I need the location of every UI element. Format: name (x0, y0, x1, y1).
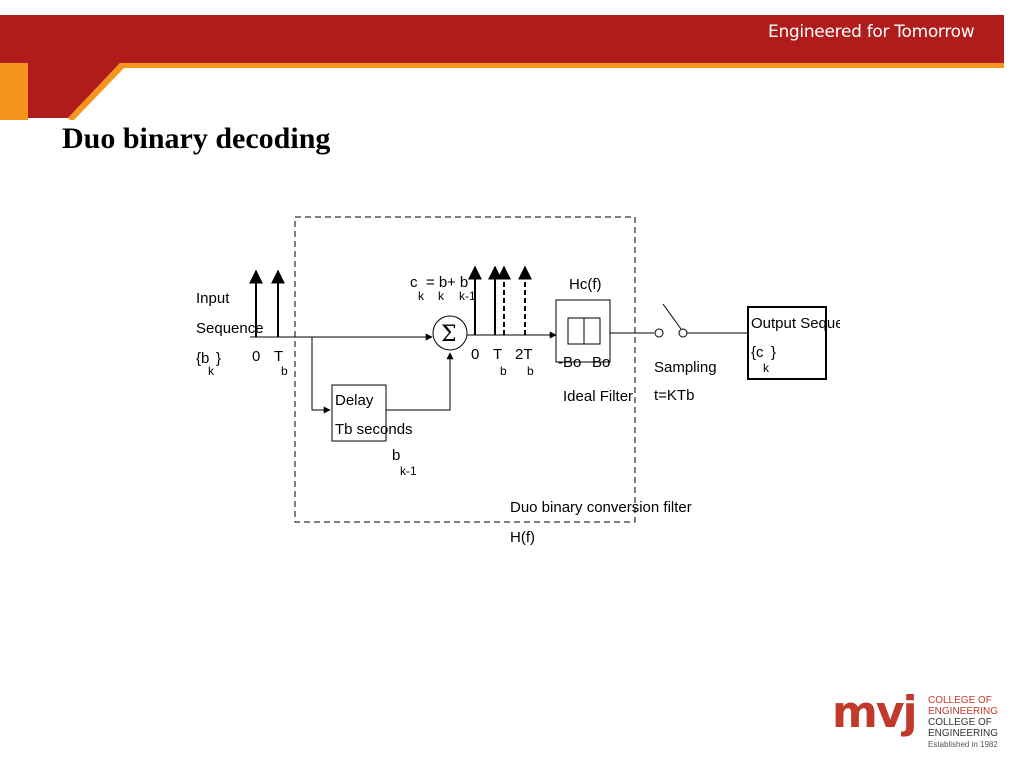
logo-line-4: ENGINEERING (928, 728, 999, 739)
equation-b-sub: k (438, 289, 445, 303)
sampler-label-line1: Sampling (654, 359, 717, 376)
header-orange-stripe (0, 63, 28, 120)
input-label-close: } (216, 350, 221, 367)
filter-caption: Ideal Filter (563, 388, 633, 405)
delay-output-label: b (392, 447, 400, 464)
equation-c: c (410, 274, 418, 291)
duobinary-diagram: Input Sequence {b k } 0 T b Delay Tb sec… (196, 216, 840, 546)
sampler-contact-left (654, 328, 664, 338)
delay-branch-line (311, 337, 331, 414)
output-block-line1: Output Sequence (751, 315, 840, 332)
delay-block-line2: Tb seconds (335, 421, 413, 438)
header-band (0, 15, 1004, 120)
slide-title: Duo binary decoding (62, 122, 331, 155)
enclosure-caption-line2: H(f) (510, 529, 535, 546)
input-tick-t-sub: b (281, 364, 288, 378)
input-label-line1: Input (196, 290, 230, 307)
enclosure-caption-line1: Duo binary conversion filter (510, 499, 692, 516)
equation-eq: = b (426, 274, 447, 291)
output-tick-t: T (493, 346, 502, 363)
output-tick-t-sub: b (500, 364, 507, 378)
logo-line-5: Established in 1982 (928, 740, 998, 749)
sampler-contact-right (678, 328, 688, 338)
output-block-close: } (771, 344, 776, 361)
output-tick-0: 0 (471, 346, 479, 363)
input-label-line2: Sequence (196, 320, 264, 337)
delay-block (331, 384, 387, 442)
equation-plus: + b (447, 274, 468, 291)
output-block-line2: {c (751, 344, 764, 361)
input-tick-0: 0 (252, 348, 260, 365)
equation-c-sub: k (418, 289, 425, 303)
output-sequence-block (747, 306, 827, 380)
filter-title: Hc(f) (569, 276, 602, 293)
summer-symbol: Σ (441, 322, 457, 347)
logo-line-1: COLLEGE OF (928, 695, 992, 706)
delay-output-sub: k-1 (400, 464, 417, 478)
header-tagline: Engineered for Tomorrow (768, 22, 975, 42)
input-label-sub: k (208, 364, 215, 378)
input-label-line3: {b (196, 350, 209, 367)
sampler-label-line2: t=KTb (654, 387, 694, 404)
output-tick-2t-sub: b (527, 364, 534, 378)
output-block-sub: k (763, 361, 770, 375)
input-tick-t: T (274, 348, 283, 365)
ideal-filter-block (555, 299, 611, 363)
header-orange-edge (68, 63, 1004, 120)
filter-right-edge: Bo (592, 354, 610, 371)
logo-text-block: COLLEGE OF ENGINEERING COLLEGE OF ENGINE… (928, 695, 998, 750)
delay-output-line (386, 352, 454, 411)
output-tick-2t: 2T (515, 346, 533, 363)
logo-line-2: ENGINEERING (928, 706, 999, 717)
sampler-switch-arm (662, 303, 682, 330)
logo-line-3: COLLEGE OF (928, 717, 992, 728)
college-logo: mvj COLLEGE OF ENGINEERING COLLEGE OF EN… (832, 685, 1002, 755)
delay-block-line1: Delay (335, 392, 374, 409)
equation-b2-sub: k-1 (459, 289, 476, 303)
logo-mark-text: mvj (832, 687, 918, 738)
summer-circle (432, 315, 468, 351)
logo-mark: mvj (832, 687, 918, 738)
header-red-band (0, 15, 1004, 118)
conversion-filter-enclosure (294, 216, 636, 523)
filter-left-edge: -Bo (558, 354, 581, 371)
